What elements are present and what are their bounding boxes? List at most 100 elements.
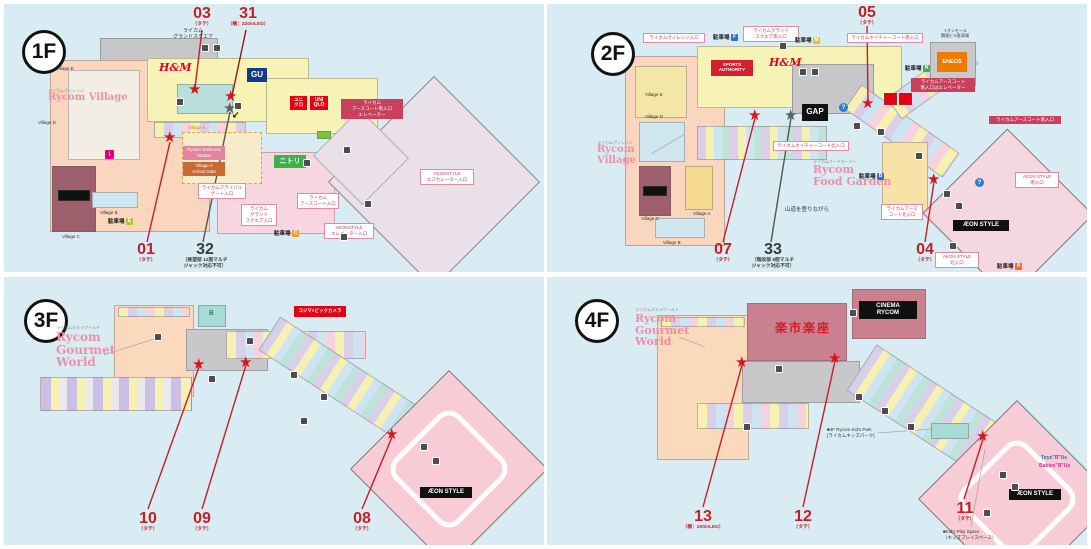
entrance-label: AEON STYLE 北入口	[935, 252, 979, 268]
facility-icon	[799, 68, 807, 76]
welcome-station-label: Rycom Welcome Station	[183, 146, 225, 160]
sign-label-04: 04（タテ）	[907, 242, 943, 264]
sign-label-11: 11（タテ）	[947, 501, 983, 523]
sign-label-09: 09（タテ）	[184, 511, 220, 533]
facility-icon	[811, 68, 819, 76]
sign-number: 33	[764, 241, 782, 258]
sign-number: 01	[137, 241, 155, 258]
parking-text: 駐車場	[713, 35, 730, 41]
facility-icon	[343, 146, 351, 154]
parking-text: 駐車場	[795, 38, 812, 44]
map-block: Village E	[645, 92, 663, 97]
sign-label-05: 05（タテ）	[847, 5, 887, 27]
sign-note: （タテ）	[138, 527, 158, 532]
information-icon: i	[105, 150, 114, 159]
map-block: Village D	[645, 114, 663, 119]
sign-note: （階段部 8面マルチ ジャック対応不可）	[751, 258, 795, 270]
facility-icon	[1011, 483, 1019, 491]
map-block: ライカムヴィレッジ	[48, 88, 84, 93]
sign-07-star-icon: ★	[748, 107, 762, 124]
sign-number: 31	[239, 5, 257, 22]
facility-icon	[290, 371, 298, 379]
entrance-label: ライカムアース コート北入口	[881, 204, 923, 220]
sign-note: （タテ）	[857, 21, 877, 26]
store-logo-red	[884, 93, 897, 105]
village-a-building	[685, 166, 713, 210]
store-logo-uniqlo-jp: ユニ クロ	[290, 96, 307, 110]
entrance-label: ライカムネイチャーコート北入口	[773, 141, 849, 151]
sign-12-star-icon: ★	[828, 350, 842, 367]
sign-05-star-icon: ★	[861, 95, 875, 112]
sign-04-star-icon: ★	[927, 171, 941, 188]
kids-park-block	[931, 423, 969, 439]
sign-note: （タテ）	[793, 525, 813, 530]
map-block: Village B	[663, 240, 681, 245]
area-label-gourmet-world: Rycom Gourmet World	[635, 312, 690, 349]
sign-number: 09	[193, 510, 211, 527]
facility-icon	[915, 152, 923, 160]
entrance-label: ライカムヴィレッジ入口	[643, 33, 705, 43]
parking-text: 駐車場	[859, 174, 876, 180]
sign-label-01: 01（タテ）	[124, 242, 168, 264]
center-court-block	[742, 361, 860, 403]
parking-text: 駐車場	[274, 231, 291, 237]
facility-icon	[364, 200, 372, 208]
parking-letter-chip: N	[923, 64, 931, 72]
store-logo-cinema-rycom: CINEMA RYCOM	[859, 301, 917, 319]
sign-note: （展望部 12面マルチ ジャック対応不可）	[182, 258, 228, 270]
entrance-label-filled: ライカムアースコート 南入口はエレベーター	[911, 78, 975, 92]
facility-icon	[208, 375, 216, 383]
sign-03-star-icon: ★	[188, 81, 202, 98]
sign-note: （タテ）	[915, 258, 935, 263]
facility-icon	[849, 309, 857, 317]
village-e-building	[635, 66, 687, 118]
map-block: ライカムフードガーデン	[813, 159, 857, 164]
sign-01-star-icon: ★	[163, 129, 177, 146]
facility-icon	[300, 417, 308, 425]
parking-text: 駐車場	[108, 219, 125, 225]
entrance-label: AEONSTYLE エレベーター入口	[324, 223, 374, 239]
map-block	[661, 317, 745, 327]
entrance-label: AEON STYLE 南入口	[1015, 172, 1059, 188]
sign-label-31: 31（横：220inLED）	[226, 6, 270, 28]
facility-icon	[201, 44, 209, 52]
map-block	[697, 403, 809, 429]
entrance-label-filled: ライカムアースコート南入口	[989, 116, 1061, 124]
sign-label-10: 10（タテ）	[130, 511, 166, 533]
sign-label-08: 08（タテ）	[344, 511, 380, 533]
sign-number: 07	[714, 241, 732, 258]
village-b-building	[655, 218, 705, 238]
b-block	[198, 305, 226, 327]
facility-icon	[320, 393, 328, 401]
sign-number: 10	[139, 510, 157, 527]
facility-icon	[303, 159, 311, 167]
store-logo-babiesrus: Babies"Я"Us	[1039, 463, 1071, 469]
sign-note: （タテ）	[192, 527, 212, 532]
area-label-gourmet-world: Rycom Gourmet World	[56, 330, 116, 370]
sign-number: 12	[794, 508, 812, 525]
village-b-building	[92, 192, 138, 208]
floor-badge-1f: 1F	[22, 30, 66, 74]
parking-text: 駐車場	[905, 66, 922, 72]
map-block	[118, 307, 190, 317]
sign-11-star-icon: ★	[976, 428, 990, 445]
sign-number: 13	[694, 508, 712, 525]
facility-icon	[432, 457, 440, 465]
map-block: Village A	[188, 125, 206, 130]
entrance-label: ライカムネイチャーコート南入口	[847, 33, 923, 43]
facility-icon	[955, 202, 963, 210]
store-logo-aeon-style: ÆON STYLE	[420, 487, 472, 498]
facility-icon	[877, 128, 885, 136]
facility-icon	[779, 42, 787, 50]
store-logo-gap: GAP	[802, 104, 828, 121]
entrance-label: ライカムグランド スクエア南入口	[743, 26, 799, 42]
rakuichi-building	[747, 303, 847, 361]
